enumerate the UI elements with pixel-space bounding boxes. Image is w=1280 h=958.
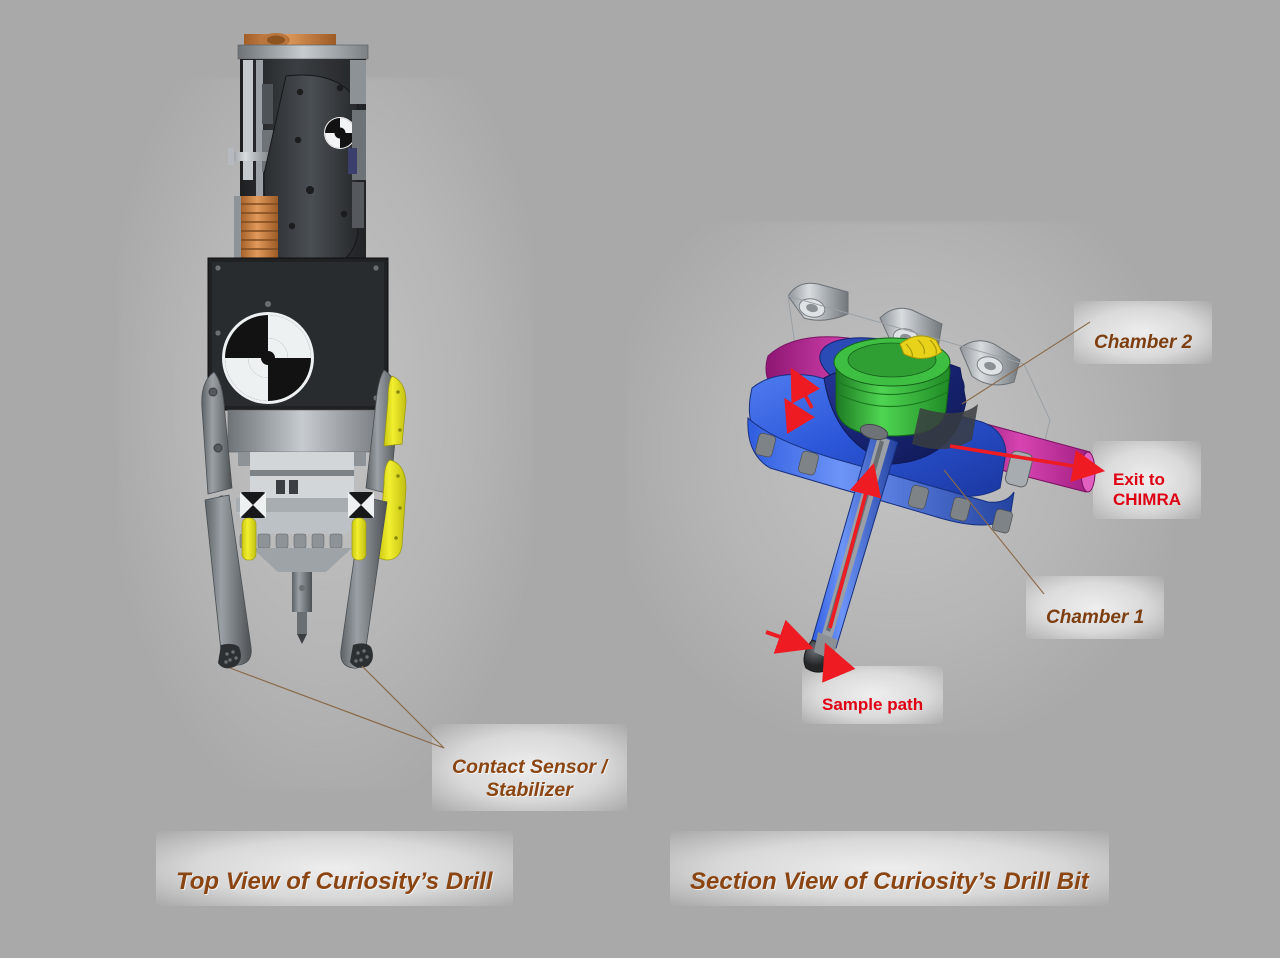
exit-tube (961, 417, 1096, 493)
callout-exit-to-chimra: Exit to CHIMRA (1093, 441, 1201, 520)
stabilizer-fiducial-left (240, 492, 266, 518)
exit-to-chimra-text: Exit to CHIMRA (1113, 470, 1181, 510)
chamber-2-text: Chamber 2 (1094, 332, 1193, 354)
drill-top-view-illustration (201, 33, 445, 749)
chamber-leader-lines (943, 321, 1091, 595)
chamber-magenta-ring (765, 336, 963, 428)
drill-shaft (803, 423, 899, 673)
callout-chamber-2: Chamber 2 (1074, 301, 1213, 364)
drill-main-housing (207, 257, 389, 411)
copper-connector-stack (234, 196, 278, 258)
chamber-1-text: Chamber 1 (1046, 607, 1145, 629)
callout-sample-path: Sample path (802, 666, 944, 725)
drill-bit-body-blue (747, 374, 1034, 534)
fiducial-target-large (222, 312, 314, 404)
drill-spindle-assembly (227, 409, 377, 644)
callout-chamber-1: Chamber 1 (1026, 576, 1165, 639)
left-panel-title: Top View of Curiosity’s Drill (156, 831, 513, 906)
drill-upper-mechanism (228, 33, 369, 271)
spring-yellow (899, 335, 943, 359)
left-title-text: Top View of Curiosity’s Drill (176, 868, 493, 896)
mounting-bracket (787, 282, 1021, 386)
contact-sensor-text: Contact Sensor / Stabilizer (452, 756, 607, 801)
left-panel-glow (118, 78, 533, 790)
stabilizer-fiducial-right (348, 492, 374, 518)
right-title-text: Section View of Curiosity’s Drill Bit (690, 868, 1089, 896)
callout-contact-sensor: Contact Sensor / Stabilizer (432, 724, 627, 811)
sample-entry-arrows (765, 619, 856, 683)
stabilizer-assembly (201, 369, 407, 669)
fiducial-target-small (324, 117, 356, 149)
right-panel-title: Section View of Curiosity’s Drill Bit (670, 831, 1109, 906)
drill-bit-core (819, 335, 978, 465)
sample-path-text: Sample path (822, 695, 924, 715)
contact-sensor-leader-lines (229, 665, 445, 749)
right-panel-glow (626, 222, 1171, 734)
